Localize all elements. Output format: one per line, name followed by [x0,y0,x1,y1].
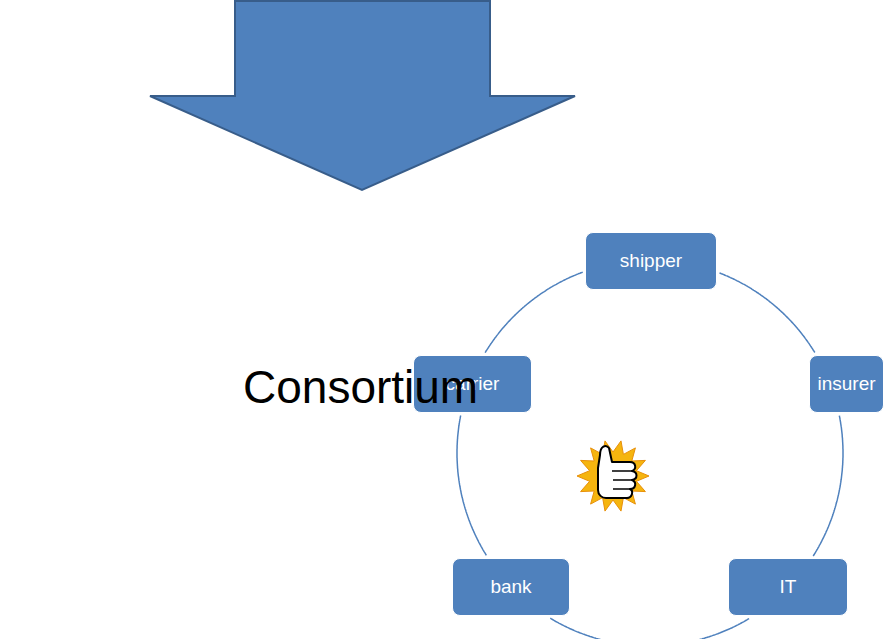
process-box: bank [452,558,570,616]
starburst [577,441,649,511]
cycle-connector [457,416,486,556]
cycle-connector [813,416,843,556]
down-arrow [150,1,575,190]
cycle-connector [485,272,583,353]
cycle-connector [550,618,749,639]
box-label: insurer [817,373,875,395]
process-box: IT [728,558,848,616]
diagram-label: Consortium [243,360,478,414]
thumbs-up-icon [577,441,649,511]
box-label: IT [780,576,797,598]
hand-lines [612,471,632,489]
process-box: shipper [585,232,717,290]
box-label: shipper [620,250,682,272]
process-box: insurer [809,355,884,413]
cycle-connector [720,273,815,353]
box-label: bank [490,576,531,598]
hand [598,446,637,498]
